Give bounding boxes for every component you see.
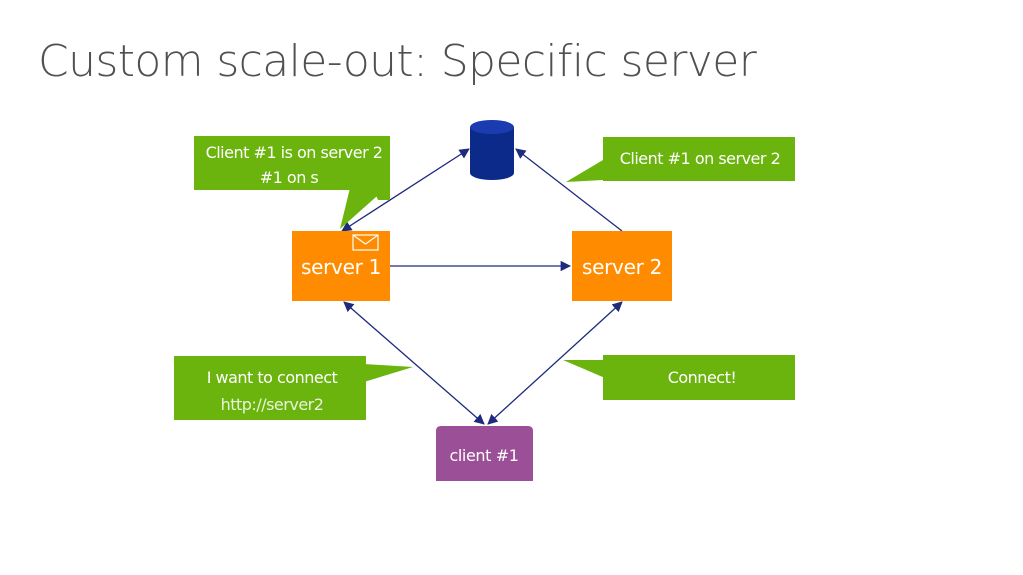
arrow-client-to-server1	[343, 301, 485, 425]
server-2-label: server 2	[582, 255, 662, 279]
server-2-node: server 2	[572, 231, 672, 301]
arrow-server1-to-database	[341, 148, 470, 232]
envelope-icon	[352, 234, 379, 251]
arrow-client-to-server2	[487, 301, 623, 425]
callout-client-request: I want to connect http://server2	[174, 356, 413, 420]
callout-server1-line1: Client #1 is on server 2	[206, 143, 383, 162]
callout-server2-line1: Client #1 on server 2	[620, 149, 781, 168]
callout-client-line2: http://server2	[221, 395, 324, 414]
server-1-label: server 1	[301, 255, 381, 279]
database-node	[470, 120, 514, 180]
arrow-server2-to-database	[515, 148, 623, 232]
database-cylinder-icon	[470, 120, 514, 180]
client-1-node: client #1	[436, 426, 533, 481]
callout-server2-reply: Connect!	[563, 355, 795, 400]
client-1-label: client #1	[449, 446, 518, 465]
callout-server1-line2: #1 on s	[260, 168, 319, 187]
callout-server1-message: Client #1 is on server 2 #1 on s	[194, 136, 390, 229]
callout-client-line1: I want to connect	[207, 368, 338, 387]
callout-server2-message: Client #1 on server 2	[566, 137, 795, 182]
server-1-node: server 1	[292, 231, 390, 301]
callout-reply-line1: Connect!	[668, 368, 737, 387]
slide-title: Custom scale-out: Specific server	[38, 36, 757, 87]
